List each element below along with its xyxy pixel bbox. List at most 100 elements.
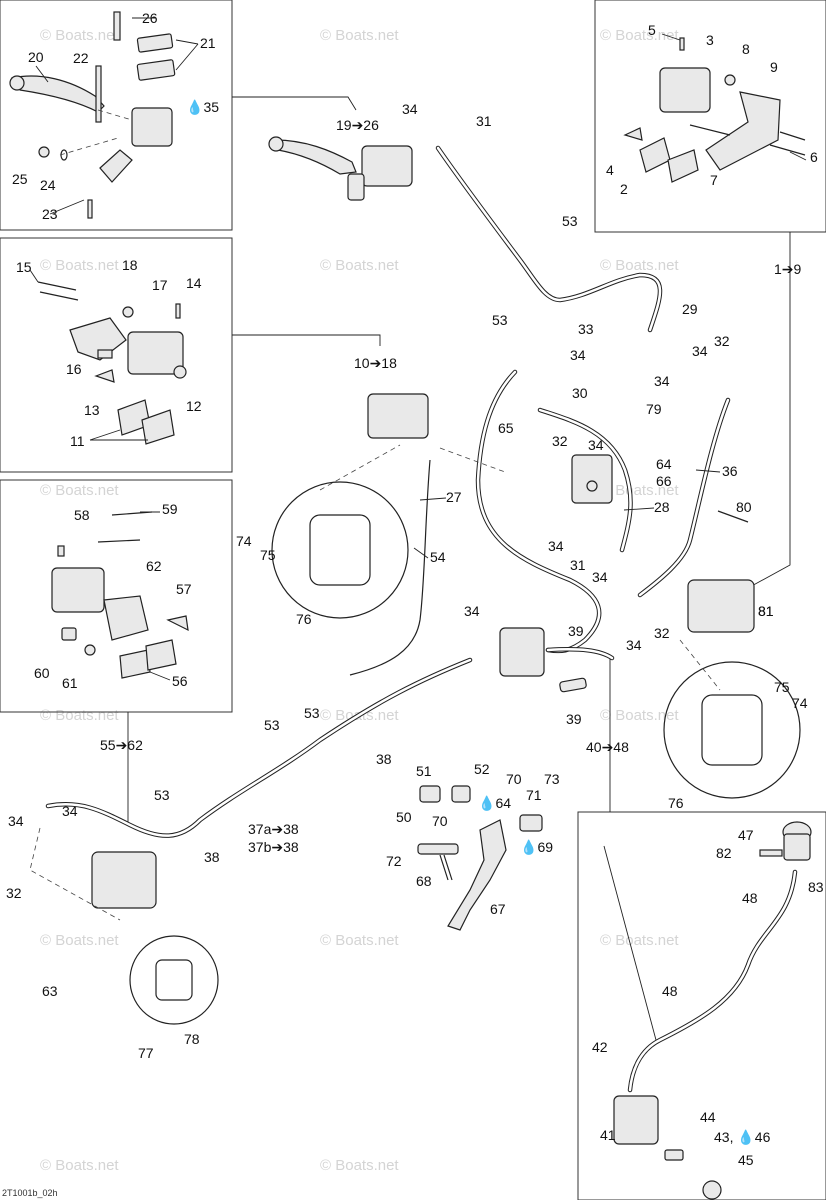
callout: 💧64: [478, 795, 511, 812]
callout: 64: [656, 456, 672, 472]
caliper-body: [127, 331, 184, 375]
callout: 77: [138, 1045, 154, 1061]
master-cylinder: [361, 145, 413, 187]
watermark: © Boats.net: [40, 482, 119, 499]
drop-icon: 💧: [520, 839, 537, 856]
callout: 82: [716, 845, 732, 861]
reservoir-hose: [627, 869, 798, 1093]
callout: 76: [296, 611, 312, 627]
caliper-exploded-view-front-left: [37, 281, 187, 445]
lever-end: [9, 75, 25, 91]
callout: 34: [592, 569, 608, 585]
banjo-bolt: [559, 677, 587, 693]
push-rod-boot: [664, 1149, 684, 1161]
callout: 72: [386, 853, 402, 869]
caliper-body: [51, 567, 105, 613]
reference-label: 19➔26: [336, 117, 379, 133]
watermark: © Boats.net: [40, 257, 119, 274]
callout: 58: [74, 507, 90, 523]
callout: 28: [654, 499, 670, 515]
callout: 16: [66, 361, 82, 377]
callout: 34: [588, 437, 604, 453]
callout: 34: [8, 813, 24, 829]
callout: 25: [12, 171, 28, 187]
pin: [769, 144, 806, 156]
rear-brake-line-inner: [46, 658, 472, 837]
assembly-line: [439, 447, 506, 473]
rear-caliper-exploded-view: [51, 511, 189, 679]
caliper-bracket: [705, 91, 781, 171]
callout: 9: [770, 59, 778, 75]
watermark: © Boats.net: [320, 1157, 399, 1174]
watermark: © Boats.net: [40, 932, 119, 949]
watermark: © Boats.net: [40, 1157, 119, 1174]
callout: 36: [722, 463, 738, 479]
leader-line: [419, 497, 447, 501]
callout: 4: [606, 162, 614, 178]
panel-top-right-frame: [594, 0, 826, 233]
leader-line: [49, 199, 85, 215]
callout: 65: [498, 420, 514, 436]
callout: 53: [154, 787, 170, 803]
bolt: [39, 291, 79, 301]
brake-line-28-inner: [538, 408, 632, 552]
caliper-body: [659, 67, 711, 113]
callout: 34: [402, 101, 418, 117]
callout: 63: [42, 983, 58, 999]
callout: 34: [548, 538, 564, 554]
callout: 39: [568, 623, 584, 639]
watermark: © Boats.net: [600, 932, 679, 949]
callout: 76: [668, 795, 684, 811]
callout: 14: [186, 275, 202, 291]
callout: 60: [34, 665, 50, 681]
callout: 61: [62, 675, 78, 691]
brake-pad: [667, 149, 699, 183]
callout: 53: [264, 717, 280, 733]
o-ring: [60, 149, 68, 161]
front-brake-hose-inner: [436, 146, 662, 332]
lever-end: [268, 136, 284, 152]
callouts-lower-left: 58 59 62 57 60 61 56: [34, 501, 192, 691]
brake-line-27: [475, 369, 602, 654]
reference-label: 37b➔38: [248, 839, 299, 855]
callout: 15: [16, 259, 32, 275]
bleed-screw: [57, 545, 65, 557]
pin: [779, 131, 806, 141]
leader-line: [175, 43, 199, 71]
callout: 53: [562, 213, 578, 229]
callout: 34: [654, 373, 670, 389]
pad-spring: [623, 127, 643, 141]
brake-lever: [274, 139, 357, 175]
washer: [84, 644, 96, 656]
pin-80: [717, 510, 749, 523]
connector-top-left: [232, 96, 357, 111]
callout: 75: [774, 679, 790, 695]
switch: [419, 785, 441, 803]
proportioning-valve: [571, 454, 613, 504]
pad-spring: [94, 369, 115, 383]
callout: 56: [172, 673, 188, 689]
brake-pad: [119, 649, 151, 679]
callout: 31: [476, 113, 492, 129]
callout: 32: [552, 433, 568, 449]
valve-port: [586, 480, 598, 492]
callout: 11: [70, 433, 85, 449]
watermark-layer: © Boats.net © Boats.net © Boats.net © Bo…: [40, 27, 679, 1174]
callout: 67: [490, 901, 506, 917]
watermark: © Boats.net: [320, 932, 399, 949]
front-left-caliper: [367, 393, 429, 439]
disc-hub: [701, 694, 763, 766]
brake-pad: [145, 639, 177, 671]
panel-lower-left-frame: [0, 479, 233, 713]
callout: 3: [706, 32, 714, 48]
pedal-shaft: [417, 843, 459, 855]
panel-mid-left-frame: [0, 237, 233, 473]
clamp: [99, 149, 133, 183]
watermark: © Boats.net: [600, 707, 679, 724]
assembly-line: [679, 639, 721, 691]
reservoir-hose-inner: [628, 870, 797, 1092]
callout: 24: [40, 177, 56, 193]
callout: 34: [570, 347, 586, 363]
callout: 34: [62, 803, 78, 819]
front-right-brake-disc: [663, 661, 801, 799]
